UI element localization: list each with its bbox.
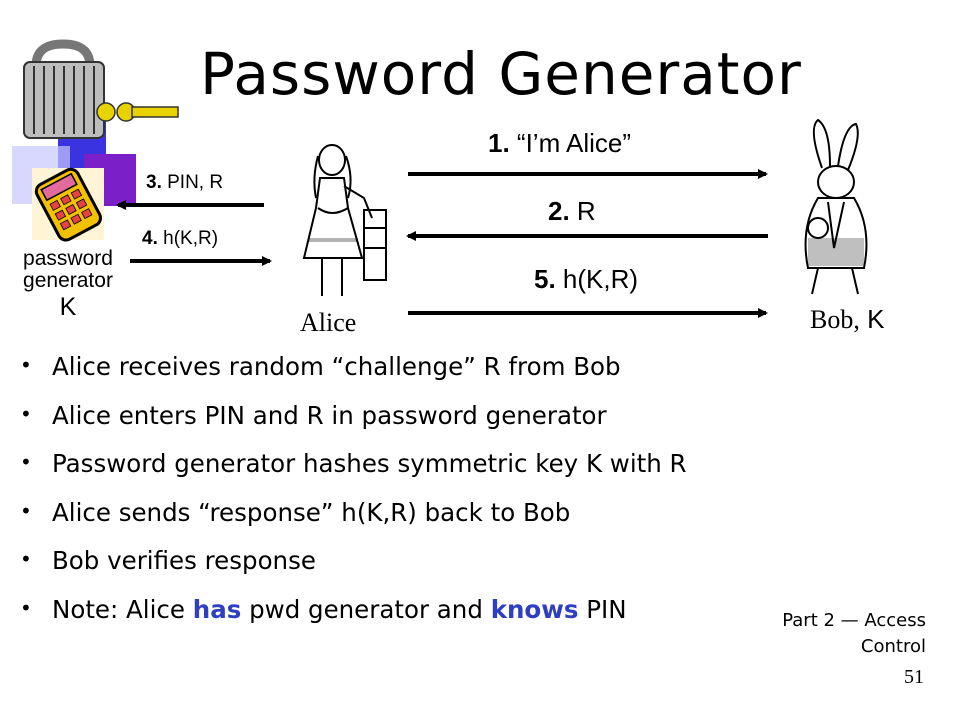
msg-5-number: 5.	[534, 264, 556, 294]
bullet-item: • Alice enters PIN and R in password gene…	[20, 401, 687, 450]
footer-line-1: Part 2 — Access	[782, 610, 926, 631]
msg-2-label: 2. R	[548, 196, 596, 227]
msg-3-number: 3.	[146, 172, 162, 193]
bullet-text: Alice enters PIN and R in password gener…	[52, 400, 607, 430]
msg-4-text: h(K,R)	[157, 228, 219, 249]
page-title: Password Generator	[200, 40, 802, 108]
msg-4-number: 4.	[142, 228, 158, 249]
white-rabbit-figure	[804, 118, 868, 295]
calculator-icon	[32, 167, 104, 242]
bob-name: Bob,	[810, 305, 860, 334]
bullet-text-pre: Note: Alice	[52, 594, 193, 624]
caption-line-2: generator	[23, 269, 113, 292]
msg-3-text: PIN, R	[161, 172, 224, 193]
highlight-has: has	[192, 594, 242, 624]
bullet-dot: •	[20, 353, 32, 377]
footer-section-label: Part 2 — Access Control	[782, 608, 926, 660]
bullet-item: • Note: Alice has pwd generator and knows…	[20, 595, 687, 644]
footer-line-2: Control	[860, 636, 926, 657]
bullet-item: • Bob verifies response	[20, 546, 687, 595]
caption-key-label: K	[59, 293, 77, 321]
alice-label: Alice	[300, 308, 357, 337]
bob-key: K	[859, 304, 885, 334]
alice-figure	[302, 144, 387, 296]
bullet-item: • Password generator hashes symmetric key…	[20, 449, 687, 498]
bullet-dot: •	[20, 401, 32, 426]
highlight-knows: knows	[490, 594, 579, 624]
msg-1-number: 1.	[488, 128, 510, 158]
bullet-text-post: PIN	[578, 594, 627, 624]
msg-1-label: 1. “I’m Alice”	[488, 128, 631, 159]
bullet-dot: •	[20, 547, 32, 571]
bullet-text-mid: pwd generator and	[241, 594, 491, 624]
bullet-list: • Alice receives random “challenge” R fro…	[20, 352, 687, 643]
msg-4-label: 4. h(K,R)	[142, 228, 218, 250]
caption-line-1: password	[23, 247, 113, 270]
msg-3-label: 3. PIN, R	[146, 172, 223, 194]
bullet-dot: •	[20, 498, 32, 523]
padlock-icon	[23, 39, 105, 139]
padlock-key-logo	[12, 39, 179, 206]
password-generator-caption: password generator K	[6, 248, 130, 322]
msg-2-text: R	[569, 196, 596, 226]
msg-1-text: “I’m Alice”	[509, 128, 632, 158]
page-number: 51	[904, 666, 924, 688]
bullet-text: Alice receives random “challenge” R from…	[52, 352, 621, 381]
bullet-text: Bob verifies response	[52, 546, 316, 575]
bullet-text: Password generator hashes symmetric key …	[52, 449, 687, 478]
bullet-dot: •	[20, 595, 32, 620]
bullet-item: • Alice sends “response” h(K,R) back to B…	[20, 498, 687, 547]
msg-5-label: 5. h(K,R)	[534, 264, 638, 295]
key-icon	[96, 102, 179, 122]
bullet-text: Alice sends “response” h(K,R) back to Bo…	[52, 497, 571, 527]
bullet-item: • Alice receives random “challenge” R fro…	[20, 352, 687, 401]
msg-5-text: h(K,R)	[555, 264, 639, 294]
bob-label: Bob, K	[810, 304, 884, 335]
msg-2-number: 2.	[548, 196, 570, 226]
bullet-dot: •	[20, 450, 32, 474]
